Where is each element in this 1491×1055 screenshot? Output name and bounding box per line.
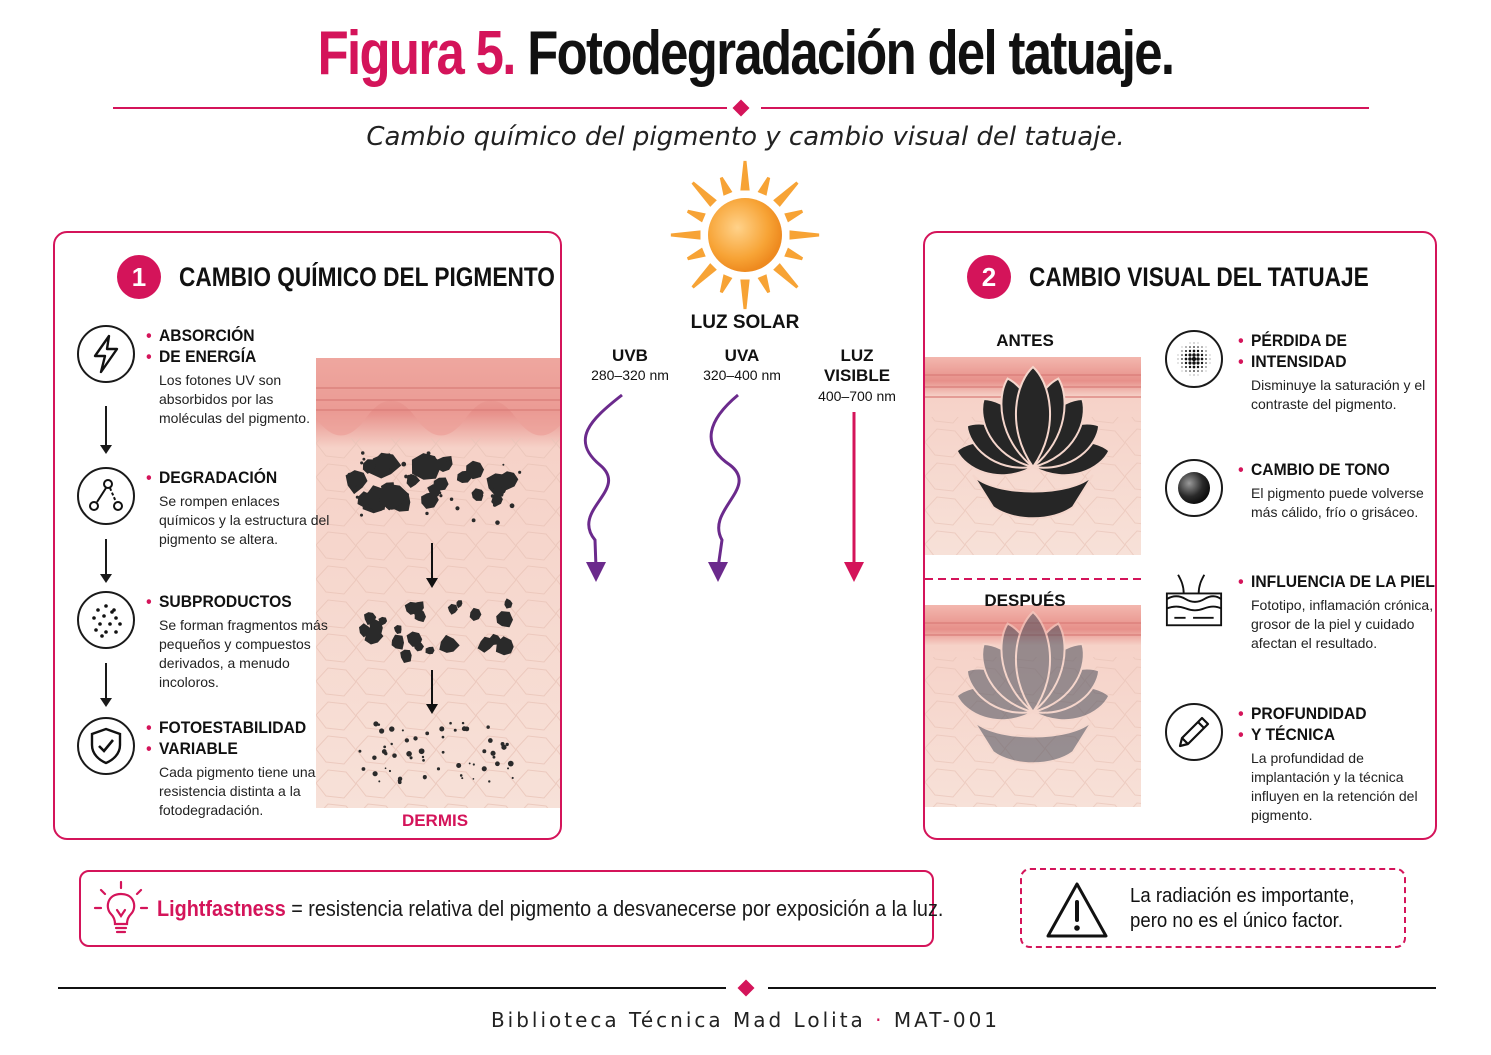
uva-range: 320–400 nm bbox=[703, 367, 781, 383]
panel2-title: CAMBIO VISUAL DEL TATUAJE bbox=[1029, 261, 1369, 292]
uvb-wave-arrow bbox=[583, 393, 623, 569]
item3-text: Fototipo, inflamación crónica, grosor de… bbox=[1251, 597, 1434, 651]
item1-text: Disminuye la saturación y el contraste d… bbox=[1251, 377, 1426, 412]
warning-box: La radiación es importante, pero no es e… bbox=[1020, 868, 1406, 948]
tattoo-before-after-illustration bbox=[925, 357, 1141, 807]
footer-code: MAT-001 bbox=[893, 1008, 1001, 1032]
sun-icon bbox=[670, 160, 820, 310]
dermis-label: DERMIS bbox=[401, 811, 469, 830]
particles-icon bbox=[77, 591, 135, 649]
step4-title-1: FOTOESTABILIDAD bbox=[146, 717, 325, 738]
lightfastness-box: Lightfastness = resistencia relativa del… bbox=[79, 870, 943, 947]
title-text: Fotodegradación del tatuaje. bbox=[527, 19, 1175, 88]
step-arrow bbox=[100, 539, 112, 583]
panel2-number: 2 bbox=[967, 255, 1011, 299]
step2-text: Se rompen enlaces químicos y la estructu… bbox=[159, 493, 330, 547]
item1-title-2: INTENSIDAD bbox=[1238, 351, 1417, 372]
footer-library: Biblioteca Técnica Mad Lolita bbox=[490, 1008, 866, 1032]
lightfastness-term: Lightfastness bbox=[157, 896, 286, 921]
visible-label-2: VISIBLE bbox=[823, 366, 891, 385]
light-arrows bbox=[518, 393, 864, 582]
skin-layers-icon bbox=[1165, 571, 1223, 629]
step1-title-1: ABSORCIÓN bbox=[146, 325, 325, 346]
uva-label: UVA bbox=[724, 346, 760, 365]
warning-line-2: pero no es el único factor. bbox=[1130, 910, 1344, 932]
panel1-number: 1 bbox=[117, 255, 161, 299]
figure-title: Figura 5. Fotodegradación del tatuaje. bbox=[134, 18, 1357, 89]
lightfastness-definition: = resistencia relativa del pigmento a de… bbox=[285, 896, 944, 921]
item4-title-1: PROFUNDIDAD bbox=[1238, 703, 1417, 724]
step3-text: Se forman fragmentos más pequeños y comp… bbox=[159, 617, 328, 690]
item4-text: La profundidad de implantación y la técn… bbox=[1251, 750, 1418, 823]
warning-line-1: La radiación es importante, bbox=[1130, 885, 1355, 907]
item2-title: CAMBIO DE TONO bbox=[1238, 459, 1417, 480]
shield-check-icon bbox=[77, 717, 135, 775]
step1-title-2: DE ENERGÍA bbox=[146, 346, 325, 367]
step2-title: DEGRADACIÓN bbox=[146, 467, 325, 488]
uvb-range: 280–320 nm bbox=[591, 367, 669, 383]
sun-label: LUZ SOLAR bbox=[690, 312, 800, 333]
item2-text: El pigmento puede volverse más cálido, f… bbox=[1251, 485, 1424, 520]
molecule-icon bbox=[77, 467, 135, 525]
step4-title-2: VARIABLE bbox=[146, 738, 325, 759]
subtitle: Cambio químico del pigmento y cambio vis… bbox=[366, 122, 1125, 152]
title-divider bbox=[113, 99, 1369, 117]
uva-wave-arrow bbox=[709, 393, 741, 569]
step-arrow bbox=[100, 663, 112, 707]
item1-title-1: PÉRDIDA DE bbox=[1238, 330, 1417, 351]
panel-chemical-change: 1 CAMBIO QUÍMICO DEL PIGMENTO DERMIS ABS… bbox=[53, 231, 562, 840]
step1-text: Los fotones UV son absorbidos por las mo… bbox=[159, 372, 310, 426]
before-label: ANTES bbox=[996, 331, 1054, 350]
figure-label: Figura 5. bbox=[317, 19, 517, 88]
item3-title: INFLUENCIA DE LA PIEL bbox=[1238, 571, 1435, 592]
footer: Biblioteca Técnica Mad Lolita · MAT-001 bbox=[0, 1008, 1491, 1032]
step-arrow bbox=[100, 406, 112, 454]
lightning-icon bbox=[77, 325, 135, 383]
lightbulb-icon bbox=[93, 880, 149, 934]
warning-triangle-icon bbox=[1046, 882, 1108, 938]
visible-range: 400–700 nm bbox=[818, 388, 896, 404]
step3-title: SUBPRODUCTOS bbox=[146, 591, 325, 612]
dermis-illustration bbox=[316, 358, 560, 808]
halftone-icon bbox=[1165, 330, 1223, 388]
item4-title-2: Y TÉCNICA bbox=[1238, 724, 1417, 745]
visible-label-1: LUZ bbox=[840, 346, 874, 365]
gradient-sphere-icon bbox=[1165, 459, 1223, 517]
footer-separator: · bbox=[875, 1008, 885, 1032]
panel-visual-change: 2 CAMBIO VISUAL DEL TATUAJE ANTES DESPUÉ… bbox=[923, 231, 1437, 840]
panel1-title: CAMBIO QUÍMICO DEL PIGMENTO bbox=[179, 261, 555, 292]
pencil-icon bbox=[1165, 703, 1223, 761]
step4-text: Cada pigmento tiene una resistencia dist… bbox=[159, 764, 316, 818]
footer-divider bbox=[58, 979, 1436, 997]
after-label: DESPUÉS bbox=[984, 591, 1066, 610]
uvb-label: UVB bbox=[612, 346, 648, 365]
